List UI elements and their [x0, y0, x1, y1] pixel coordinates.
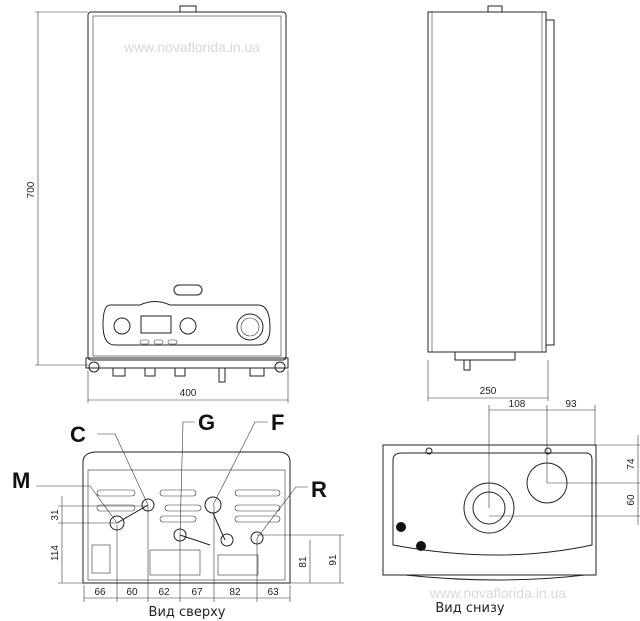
label-G: G [198, 410, 215, 435]
dim-60-bottom: 60 [626, 494, 637, 506]
dim-74: 74 [626, 458, 637, 470]
dim-63: 63 [267, 587, 279, 598]
left-knob-icon [113, 317, 131, 335]
dim-114: 114 [50, 545, 61, 561]
width-dimension: 400 [180, 388, 197, 399]
bottom-view: 108 93 74 60 www.novaflorida.in.ua Вид с… [382, 399, 640, 616]
bottom-view-caption: Вид снизу [435, 601, 504, 616]
main-dial-icon [236, 313, 264, 341]
dim-62: 62 [158, 587, 170, 598]
dim-93: 93 [565, 399, 577, 410]
right-knob-icon [179, 317, 197, 335]
top-view-caption: Вид сверху [149, 605, 226, 620]
watermark-bottom: www.novaflorida.in.ua [429, 585, 566, 601]
dim-91: 91 [328, 554, 339, 566]
label-F: F [271, 410, 284, 435]
label-R: R [311, 477, 327, 502]
front-view: 700 400 [26, 5, 289, 403]
dim-67: 67 [191, 587, 203, 598]
dim-60: 60 [126, 587, 138, 598]
label-M: M [12, 468, 30, 493]
dim-66: 66 [94, 587, 106, 598]
bottom-hole [396, 522, 406, 532]
label-C: C [70, 422, 86, 447]
display-screen [140, 315, 172, 334]
control-panel [102, 301, 271, 346]
dim-108: 108 [509, 399, 526, 410]
dim-82: 82 [229, 587, 241, 598]
dim-31: 31 [50, 509, 61, 521]
side-view: 250 [427, 5, 555, 401]
height-dimension: 700 [26, 181, 37, 198]
dim-81: 81 [298, 556, 309, 568]
depth-dimension: 250 [480, 386, 497, 397]
top-view: C G F M R 66 60 62 67 82 63 31 114 [12, 410, 344, 620]
watermark: www.novaflorida.in.ua [123, 39, 260, 55]
indicator-window [173, 284, 203, 296]
